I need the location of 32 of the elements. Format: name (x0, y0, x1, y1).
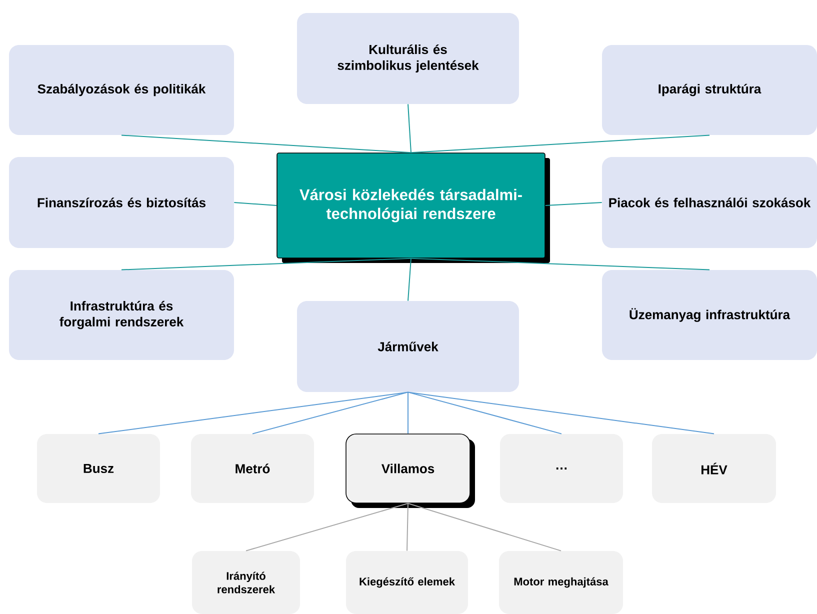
connector-line (408, 392, 714, 434)
central-box: Városi közlekedés társadalmi-technológiai rendszere (276, 152, 550, 263)
factor-box: Finanszírozás és biztosítás (9, 157, 234, 248)
factor-box: Infrastruktúra és forgalmi rendszerek (9, 270, 234, 360)
vehicle-box: Villamos (346, 434, 475, 508)
vehicle-box: … (500, 434, 623, 503)
component-box: Motor meghajtása (499, 551, 623, 614)
vehicle-box: Metró (191, 434, 314, 503)
connector-line (408, 258, 412, 302)
factor-box: Kulturális és szimbolikus jelentések (297, 13, 519, 104)
connector-line (234, 202, 278, 206)
factor-box: Piacok és felhasználói szokások (602, 157, 817, 248)
vehicle-box: HÉV (652, 434, 776, 503)
connector-line (406, 502, 408, 552)
factor-box: Szabályozások és politikák (9, 45, 234, 135)
connector-line (252, 392, 408, 434)
component-box: Kiegészítő elemek (346, 551, 468, 614)
component-box: Irányító rendszerek (192, 551, 300, 614)
connector-line (408, 392, 562, 434)
vehicle-box: Busz (37, 434, 160, 503)
connector-line (408, 104, 412, 154)
connector-line (408, 502, 562, 552)
connector-line (246, 502, 408, 552)
factor-box: Járművek (297, 301, 519, 392)
connector-line (98, 392, 408, 434)
connector-line (410, 134, 710, 154)
factor-box: Iparági struktúra (602, 45, 817, 135)
connector-line (544, 202, 602, 206)
factor-box: Üzemanyag infrastruktúra (602, 270, 817, 360)
connector-line (121, 134, 412, 154)
connector-line (410, 258, 710, 270)
connector-line (121, 258, 412, 270)
